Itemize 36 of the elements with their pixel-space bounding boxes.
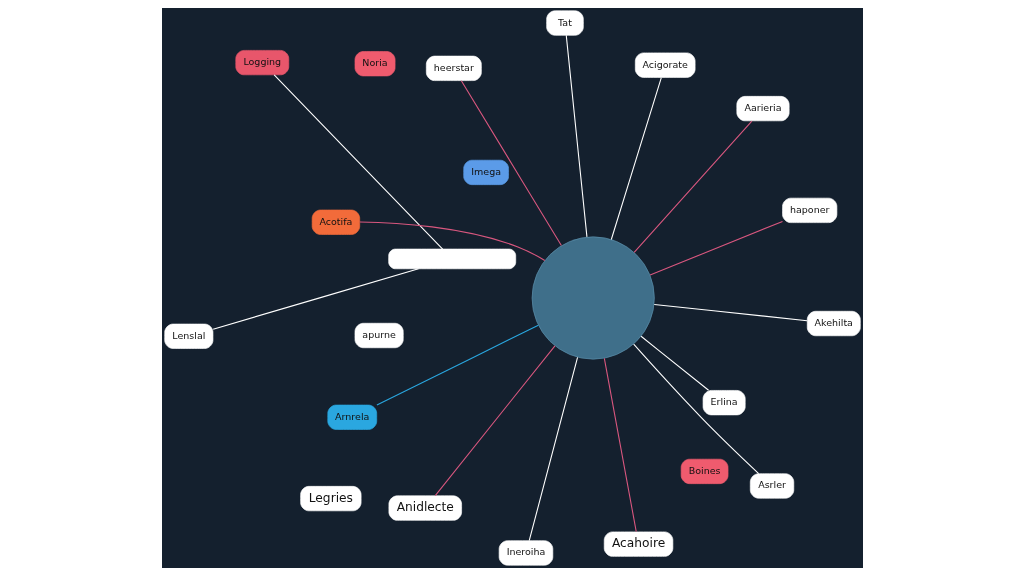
node-box: Aarieria: [736, 96, 789, 122]
node-box: Tat: [545, 10, 584, 36]
connector: [273, 74, 443, 250]
connector: [649, 220, 783, 276]
node-box: Acahoire: [603, 531, 673, 557]
connector: [375, 324, 539, 406]
node-box: Logging: [234, 50, 289, 76]
node-box: Akehilta: [806, 310, 861, 337]
connector: [565, 34, 587, 238]
node-box: Arnrela: [326, 404, 377, 430]
node-box: apurne: [354, 322, 404, 349]
node-box: Ineroiha: [498, 540, 553, 566]
node-circle: [531, 236, 655, 360]
node-box: Legries: [299, 486, 361, 512]
node-box: heerstar: [425, 55, 482, 81]
node-box: Boines: [680, 458, 728, 484]
connector: [610, 77, 662, 241]
connector: [633, 120, 752, 253]
node-box: Anidlecte: [388, 495, 462, 521]
node-box: Imega: [462, 159, 509, 185]
connector: [528, 356, 578, 542]
connector: [358, 221, 545, 262]
node-box: Erlina: [702, 390, 746, 416]
connector: [653, 303, 808, 322]
connector: [640, 335, 709, 391]
node-box: Noria: [354, 51, 395, 77]
connector: [212, 268, 419, 330]
node-box: haponer: [781, 197, 837, 223]
node-box: Lenslal: [163, 323, 213, 349]
node-box: Asrler: [749, 473, 794, 499]
node-box: [387, 248, 516, 270]
node-box: Acigorate: [634, 52, 695, 78]
connector: [434, 345, 555, 497]
node-box: Acotifa: [311, 209, 360, 235]
connector: [632, 343, 759, 475]
connector: [603, 357, 637, 533]
